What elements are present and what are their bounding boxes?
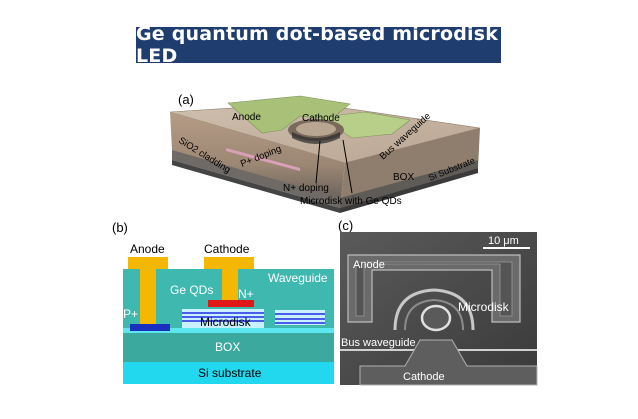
c-scale-bar-label: 10 μm: [488, 235, 519, 247]
a-anode-label: Anode: [232, 112, 261, 123]
substrate-left: [172, 160, 340, 213]
b-ge-qds-label: Ge QDs: [170, 283, 213, 297]
panel-b-diagram: [123, 257, 334, 384]
panel-a-diagram: [169, 95, 481, 213]
b-n-plus-label: N+: [238, 287, 254, 301]
p-plus-region: [130, 324, 170, 331]
b-box-label: BOX: [215, 340, 240, 354]
b-cathode-label: Cathode: [204, 242, 250, 256]
box-layer: [123, 333, 334, 362]
figure-title: Ge quantum dot-based microdisk LED: [136, 23, 501, 67]
c-microdisk-label: Microdisk: [458, 300, 510, 314]
c-bus-waveguide-label: Bus waveguide: [341, 337, 416, 349]
panel-a-label: (a): [178, 92, 194, 107]
cladding-right-face: [340, 128, 480, 208]
cladding-left-face: [170, 112, 345, 208]
n-plus-region: [208, 300, 254, 307]
c-anode-label: Anode: [353, 259, 385, 271]
panel-c-label: (c): [338, 218, 354, 233]
a-cathode-label: Cathode: [302, 113, 340, 124]
b-si-substrate-label: Si substrate: [198, 366, 262, 380]
cathode-metal-top: [204, 257, 254, 269]
anode-metal-via: [140, 269, 156, 324]
b-microdisk-label: Microdisk: [200, 315, 252, 329]
box-layer-right: [340, 160, 478, 208]
panel-c-sem-image: [340, 232, 538, 386]
panel-b-label: (b): [112, 220, 128, 235]
device-layer: [123, 328, 334, 333]
substrate-right: [340, 168, 478, 213]
a-microdisk-qd-label: Microdisk with Ge QDs: [300, 196, 402, 207]
cathode-metal-via: [222, 269, 238, 300]
a-box-label: BOX: [393, 172, 414, 183]
doping-stripe: [226, 148, 300, 171]
c-cathode-label: Cathode: [403, 371, 445, 383]
si-substrate-layer: [123, 362, 334, 384]
b-anode-label: Anode: [130, 242, 165, 256]
a-n-doping-label: N+ doping: [283, 183, 329, 194]
b-waveguide-label: Waveguide: [268, 271, 328, 285]
anode-metal-top: [128, 257, 168, 269]
box-layer-left: [172, 150, 340, 208]
b-p-plus-label: P+: [123, 307, 138, 321]
